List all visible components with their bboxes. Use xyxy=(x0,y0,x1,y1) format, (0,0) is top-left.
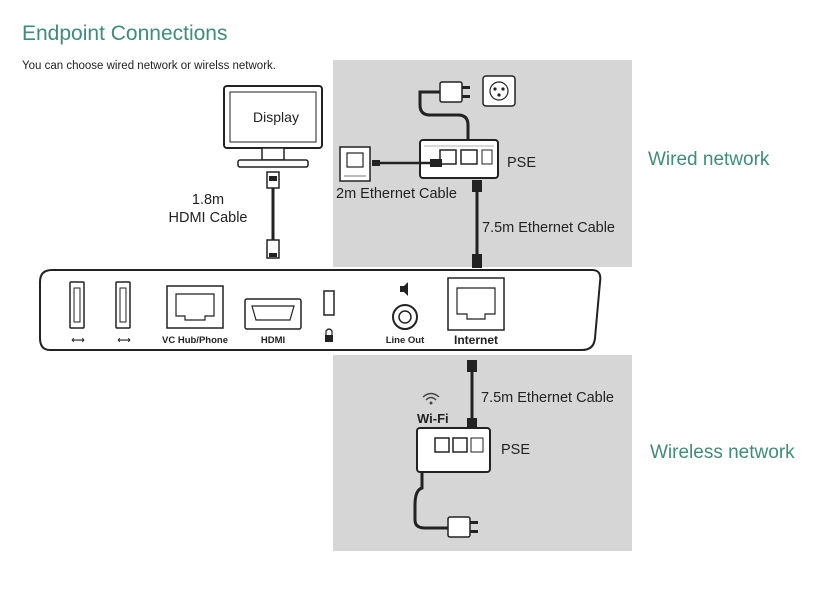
wireless-ethernet-cable xyxy=(467,360,477,432)
wired-network-label: Wired network xyxy=(648,149,770,170)
page-title: Endpoint Connections xyxy=(22,22,228,45)
hdmi-port: HDMI xyxy=(244,298,302,346)
short-cable-label: 2m Ethernet Cable xyxy=(336,186,457,202)
wall-outlet-icon xyxy=(482,75,516,107)
vc-hub-port: VC Hub/Phone xyxy=(162,285,228,346)
page-subtitle: You can choose wired network or wirelss … xyxy=(22,60,276,72)
vc-hub-label: VC Hub/Phone xyxy=(162,335,228,346)
wireless-power-cord xyxy=(413,472,478,538)
wireless-pse-box xyxy=(416,427,491,473)
hdmi-cable xyxy=(266,171,280,259)
hdmi-cable-type: HDMI Cable xyxy=(169,210,248,226)
lock-icon xyxy=(325,335,333,342)
wall-ethernet-jack-icon xyxy=(339,146,371,182)
internet-port: Internet xyxy=(447,277,505,347)
display-label: Display xyxy=(253,109,299,125)
internet-port-label: Internet xyxy=(454,333,498,347)
wired-pse-label: PSE xyxy=(507,155,536,171)
wired-long-cable-label: 7.5m Ethernet Cable xyxy=(482,220,615,236)
wireless-cable-label: 7.5m Ethernet Cable xyxy=(481,390,614,406)
security-lock-slot xyxy=(323,290,335,342)
usb-icon: ⟷ xyxy=(117,335,131,346)
display-monitor: Display xyxy=(223,85,323,168)
hdmi-port-label: HDMI xyxy=(261,335,285,346)
line-out-port: Line Out xyxy=(386,282,425,346)
wireless-network-label: Wireless network xyxy=(650,442,795,463)
hdmi-cable-length: 1.8m xyxy=(192,192,224,208)
wireless-pse-label: PSE xyxy=(501,442,530,458)
wifi-label: Wi-Fi xyxy=(417,411,449,426)
usb-port-2: ⟷ xyxy=(115,281,131,346)
wired-long-ethernet-cable xyxy=(472,180,482,268)
speaker-icon xyxy=(400,282,408,296)
usb-port-1: ⟷ xyxy=(69,281,85,346)
usb-icon: ⟷ xyxy=(71,335,85,346)
short-ethernet-cable xyxy=(372,159,442,167)
endpoint-device: ⟷ ⟷ VC Hub/Phone HDMI xyxy=(39,269,602,351)
line-out-label: Line Out xyxy=(386,335,425,346)
wifi-icon xyxy=(422,392,440,405)
wired-power-cord xyxy=(418,81,470,140)
wired-pse-box xyxy=(419,139,499,179)
